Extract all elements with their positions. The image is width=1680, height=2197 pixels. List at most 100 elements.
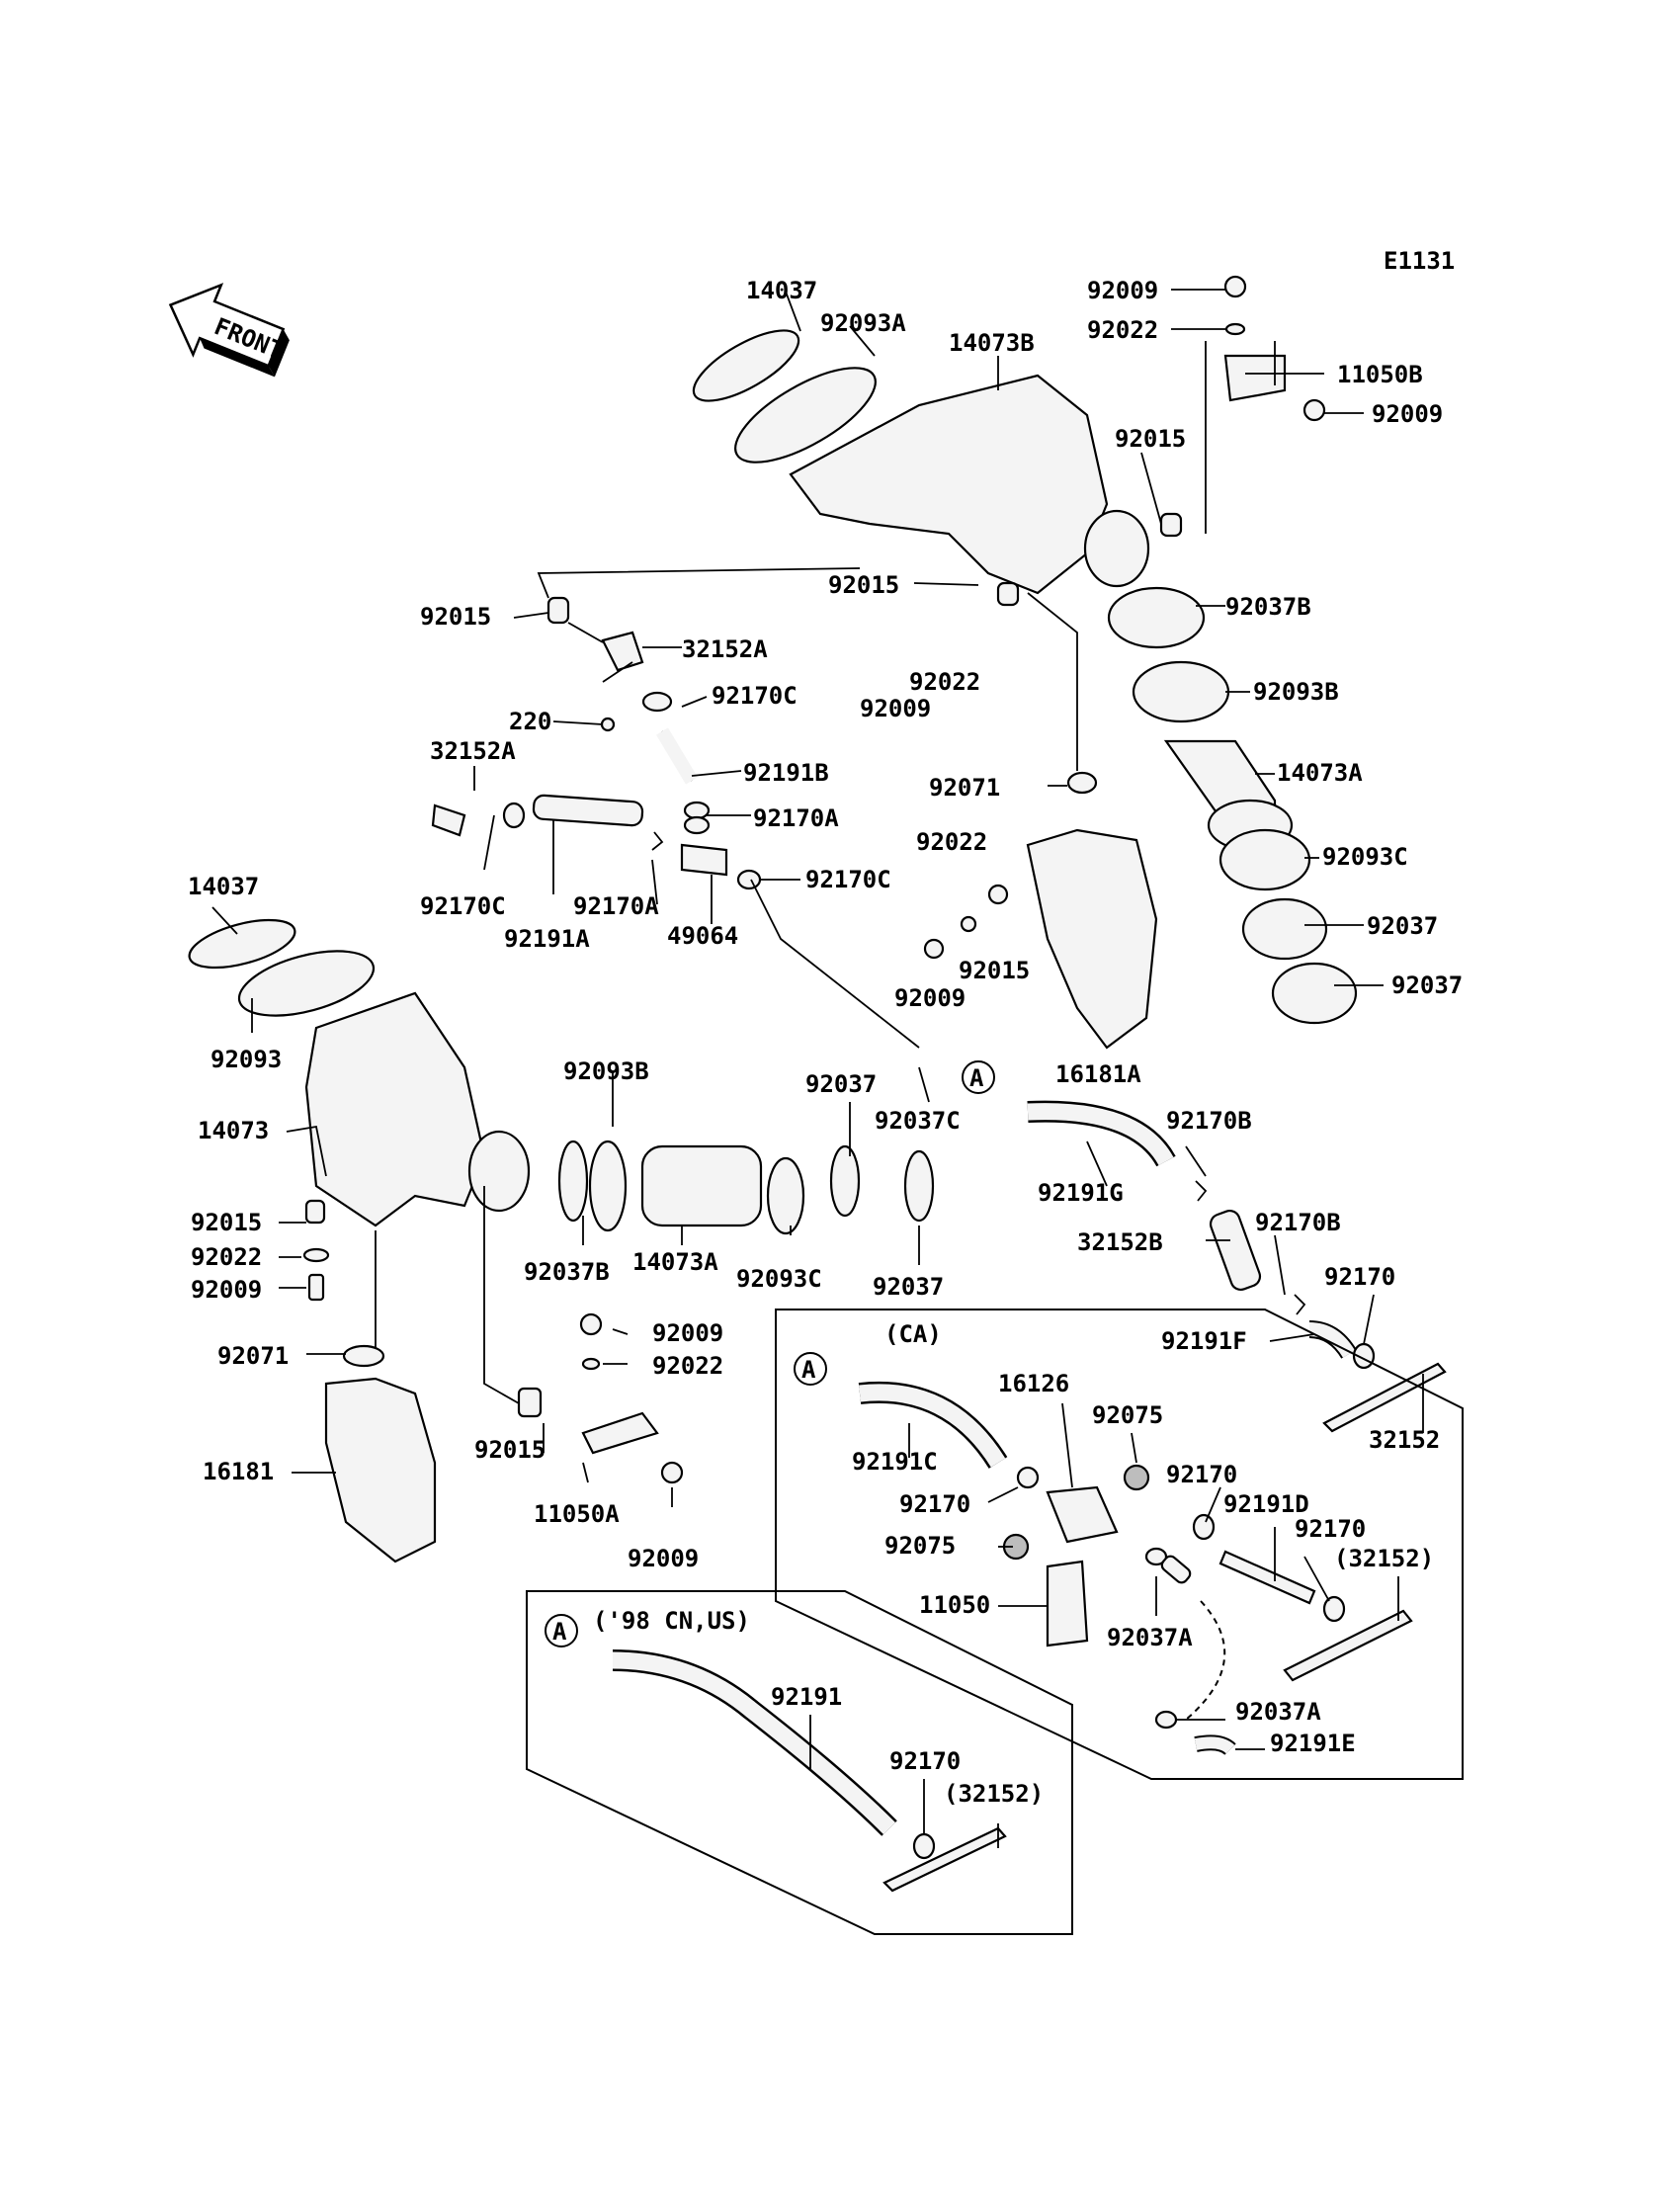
label-92170B-a: 92170B	[1166, 1107, 1252, 1135]
label-92037-c: 92037	[805, 1070, 877, 1098]
fitting-32152B	[1209, 1209, 1262, 1292]
label-92093: 92093	[210, 1046, 282, 1073]
clamp-92037-lower-2	[903, 1149, 935, 1223]
label-92022-e: 92022	[652, 1352, 723, 1380]
clamp-92037B-lower	[557, 1140, 589, 1223]
label-92037B-b: 92037B	[524, 1258, 610, 1286]
callout-a-us	[545, 1614, 578, 1648]
label-32152-a: 32152	[1369, 1426, 1440, 1454]
fitting-32152A	[601, 631, 644, 672]
label-92009-d: 92009	[894, 984, 966, 1012]
label-92191F: 92191F	[1161, 1327, 1247, 1355]
tube-32152-us	[882, 1826, 1007, 1893]
label-11050B: 11050B	[1337, 361, 1423, 388]
label-92170-c: 92170	[899, 1490, 970, 1518]
bracket-11050A	[517, 1312, 684, 1484]
hose-92191A	[532, 794, 644, 827]
clamp-92037	[1241, 897, 1328, 961]
label-92037A-b: 92037A	[1235, 1698, 1321, 1726]
label-92022-b: 92022	[909, 668, 980, 696]
ring-92093B	[1132, 660, 1230, 723]
callout-a-ca-text: A	[801, 1356, 816, 1384]
us-inset-parts	[612, 1649, 1007, 1893]
clamp-92037-2	[1271, 962, 1358, 1025]
lower-pipe-chain	[557, 1140, 935, 1235]
ca-variant-label: (CA)	[884, 1320, 942, 1348]
label-92191G: 92191G	[1038, 1179, 1124, 1207]
tube-32152	[1322, 1362, 1447, 1433]
clamp-92037-lower	[829, 1144, 861, 1218]
label-92191: 92191	[771, 1683, 842, 1711]
label-14073A-a: 14073A	[1277, 759, 1363, 787]
label-92170-e: 92170	[889, 1747, 961, 1775]
duct-14073B-outlet	[1083, 509, 1150, 588]
label-11050A: 11050A	[534, 1500, 620, 1528]
label-92009-g: 92009	[628, 1545, 699, 1572]
air-duct-upper	[692, 275, 1326, 607]
callout-a-us-text: A	[552, 1618, 567, 1646]
valve-16126	[1046, 1485, 1119, 1544]
label-92009-a: 92009	[1087, 277, 1158, 304]
label-92170C-c: 92170C	[805, 866, 891, 893]
ring-92093C-lower	[766, 1156, 805, 1235]
duct-14073B	[789, 374, 1109, 595]
diagram-code: E1131	[1384, 247, 1455, 275]
label-92191E: 92191E	[1270, 1730, 1356, 1757]
label-92170B-b: 92170B	[1255, 1209, 1341, 1236]
label-92071-b: 92071	[217, 1342, 289, 1370]
label-92170-b: 92170	[1166, 1461, 1237, 1488]
duct-14073-outlet	[467, 1130, 531, 1213]
label-14037-b: 14037	[188, 873, 259, 900]
label-49064: 49064	[667, 922, 738, 950]
label-92022-d: 92022	[191, 1243, 262, 1271]
label-92037B-a: 92037B	[1225, 593, 1311, 621]
duct-14073	[304, 991, 486, 1227]
grommet-92075	[1123, 1464, 1150, 1491]
label-92022-a: 92022	[1087, 316, 1158, 344]
label-92075-a: 92075	[1092, 1401, 1163, 1429]
label-32152A-b: 32152A	[430, 737, 516, 765]
fitting-32152A-2	[431, 803, 466, 837]
label-32152A-a: 32152A	[682, 635, 768, 663]
bracket-11050B	[1223, 354, 1287, 402]
label-220: 220	[509, 708, 551, 735]
label-92009-c: 92009	[860, 695, 931, 722]
part-number-labels: 14037 92093A 14073B 92009 92022 11050B 9…	[188, 277, 1463, 1808]
label-92191C: 92191C	[852, 1448, 938, 1476]
valve-assembly	[431, 596, 762, 890]
label-92075-b: 92075	[884, 1532, 956, 1560]
label-92093C-b: 92093C	[736, 1265, 822, 1293]
label-92071-a: 92071	[929, 774, 1000, 802]
label-14037-a: 14037	[746, 277, 817, 304]
label-92037-b: 92037	[1391, 972, 1463, 999]
front-direction-arrow: FRONT	[168, 283, 290, 378]
label-92022-c: 92022	[916, 828, 987, 856]
label-16181: 16181	[203, 1458, 274, 1485]
tank-16181	[324, 1377, 437, 1563]
label-16181A: 16181A	[1055, 1060, 1141, 1088]
label-92170A-a: 92170A	[753, 804, 839, 832]
label-92191D: 92191D	[1223, 1490, 1309, 1518]
label-92015-d: 92015	[959, 957, 1030, 984]
label-92093A: 92093A	[820, 309, 906, 337]
label-92170C-a: 92170C	[712, 682, 798, 710]
callout-a-main-text: A	[969, 1064, 984, 1092]
leader-lines	[211, 289, 1424, 1848]
label-92191B: 92191B	[743, 759, 829, 787]
tube-32152-ca	[1283, 1609, 1413, 1682]
ring-92093B-lower	[588, 1140, 628, 1232]
label-11050: 11050	[919, 1591, 990, 1619]
label-14073A-b: 14073A	[632, 1248, 718, 1276]
label-16126: 16126	[998, 1370, 1069, 1397]
label-92093B-a: 92093B	[1253, 678, 1339, 706]
label-14073B: 14073B	[949, 329, 1035, 357]
label-92015-a: 92015	[1115, 425, 1186, 453]
hose-92191D	[1218, 1550, 1316, 1605]
clamp-92037B	[1107, 586, 1206, 649]
label-92037-a: 92037	[1367, 912, 1438, 940]
label-14073: 14073	[198, 1117, 269, 1144]
right-hose-chain	[1107, 586, 1358, 1025]
valve-49064	[680, 843, 728, 877]
